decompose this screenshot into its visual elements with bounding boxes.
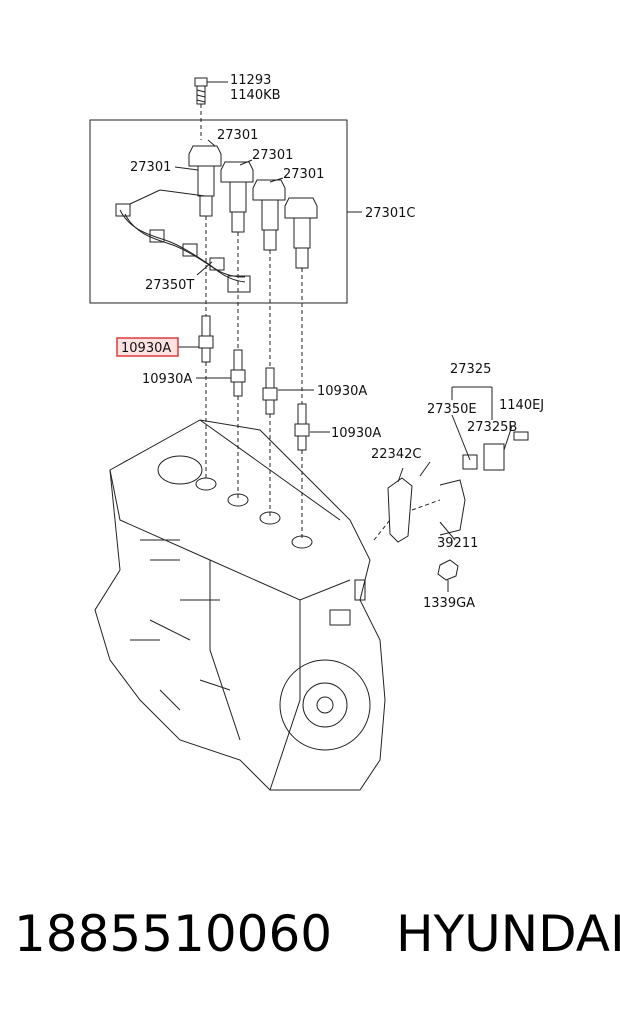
cam-sensor-assembly[interactable]	[419, 386, 529, 477]
ignition-coil-1[interactable]	[188, 145, 222, 217]
callout-nut: 1339GA	[423, 596, 475, 611]
callout-sensor-bolt: 1140EJ	[499, 398, 544, 413]
callout-bracket: 22342C	[371, 447, 421, 462]
ignition-coil-3[interactable]	[252, 179, 286, 251]
callout-harness: 27350T	[145, 278, 194, 293]
clip-part[interactable]	[439, 521, 456, 541]
parts-diagram: 11293 1140KB 27301 27301 27301 27301 273…	[89, 73, 544, 791]
caption-part-number: 1885510060	[14, 905, 333, 963]
engine-block[interactable]	[94, 419, 386, 791]
part-caption: 1885510060 HYUNDAI	[14, 905, 620, 985]
callout-coil-3: 27301	[252, 148, 293, 163]
callout-sensor-conn: 27350E	[427, 402, 477, 417]
bracket-part[interactable]	[373, 467, 466, 543]
callout-sensor-group: 27325	[450, 362, 491, 377]
ignition-coil-4[interactable]	[284, 197, 318, 269]
bolt-part[interactable]	[194, 77, 228, 140]
spark-plug-2[interactable]	[230, 349, 246, 397]
caption-brand: HYUNDAI	[396, 905, 620, 963]
callout-sensor: 27325B	[467, 420, 517, 435]
callout-bolt-a: 11293	[230, 73, 271, 88]
callout-coil-1: 27301	[217, 128, 258, 143]
callout-clip: 39211	[437, 536, 478, 551]
callout-coil-2: 27301	[130, 160, 171, 175]
callout-plug-2: 10930A	[142, 372, 192, 387]
callout-coil-assy: 27301C	[365, 206, 415, 221]
callout-bolt-b: 1140KB	[230, 88, 281, 103]
callout-plug-highlighted[interactable]: 10930A	[121, 341, 171, 356]
coil-group-frame	[89, 119, 348, 304]
callout-plug-4: 10930A	[331, 426, 381, 441]
spark-plug-3[interactable]	[262, 367, 278, 415]
callout-coil-4: 27301	[283, 167, 324, 182]
spark-plug-1[interactable]	[198, 315, 214, 363]
nut-part[interactable]	[437, 559, 459, 592]
spark-plug-4[interactable]	[294, 403, 310, 451]
ignition-coil-2[interactable]	[220, 161, 254, 233]
callout-plug-3: 10930A	[317, 384, 367, 399]
highlight-box	[116, 337, 179, 357]
